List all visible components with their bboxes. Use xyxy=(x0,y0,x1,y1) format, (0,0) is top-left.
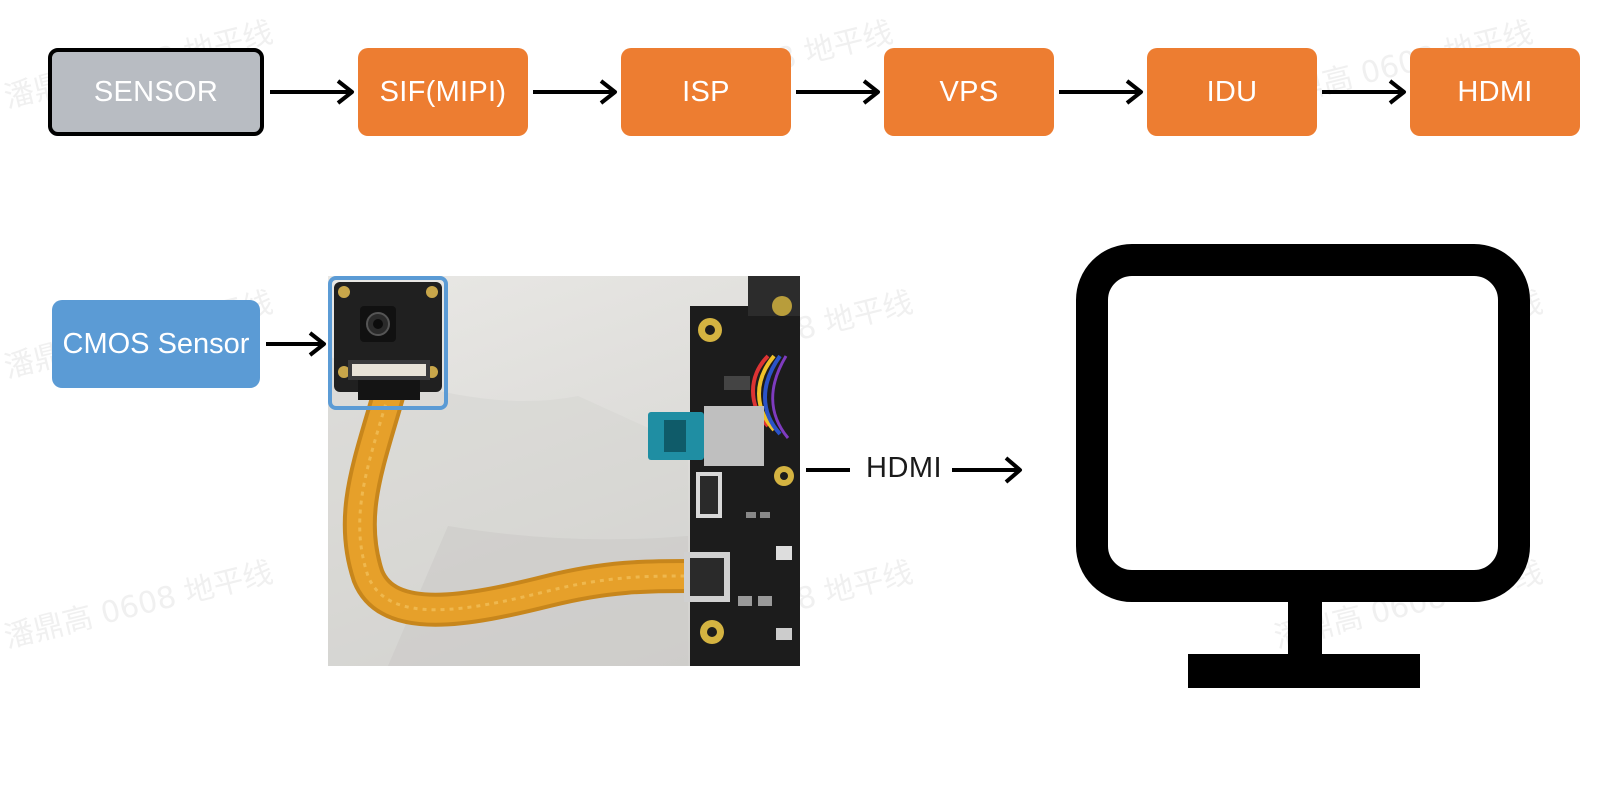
monitor-icon xyxy=(1076,244,1530,688)
stage-sensor: SENSOR xyxy=(48,48,264,136)
link-line xyxy=(806,468,850,472)
hardware-photo xyxy=(328,276,800,666)
arrow-right-icon xyxy=(270,79,354,105)
stage-hdmi: HDMI xyxy=(1410,48,1580,136)
watermark: 潘鼎高 0608 地平线 xyxy=(0,555,277,656)
arrow-right-icon xyxy=(952,456,1022,484)
arrow-right-icon xyxy=(1059,79,1143,105)
stage-isp: ISP xyxy=(621,48,791,136)
stage-vps: VPS xyxy=(884,48,1054,136)
arrow-right-icon xyxy=(1322,79,1406,105)
hdmi-link-label: HDMI xyxy=(866,452,943,484)
arrow-right-icon xyxy=(266,331,326,357)
stage-idu: IDU xyxy=(1147,48,1317,136)
stage-sif-mipi: SIF(MIPI) xyxy=(358,48,528,136)
arrow-right-icon xyxy=(533,79,617,105)
arrow-right-icon xyxy=(796,79,880,105)
cmos-sensor-box: CMOS Sensor xyxy=(52,300,260,388)
camera-board-illustration xyxy=(328,276,800,666)
